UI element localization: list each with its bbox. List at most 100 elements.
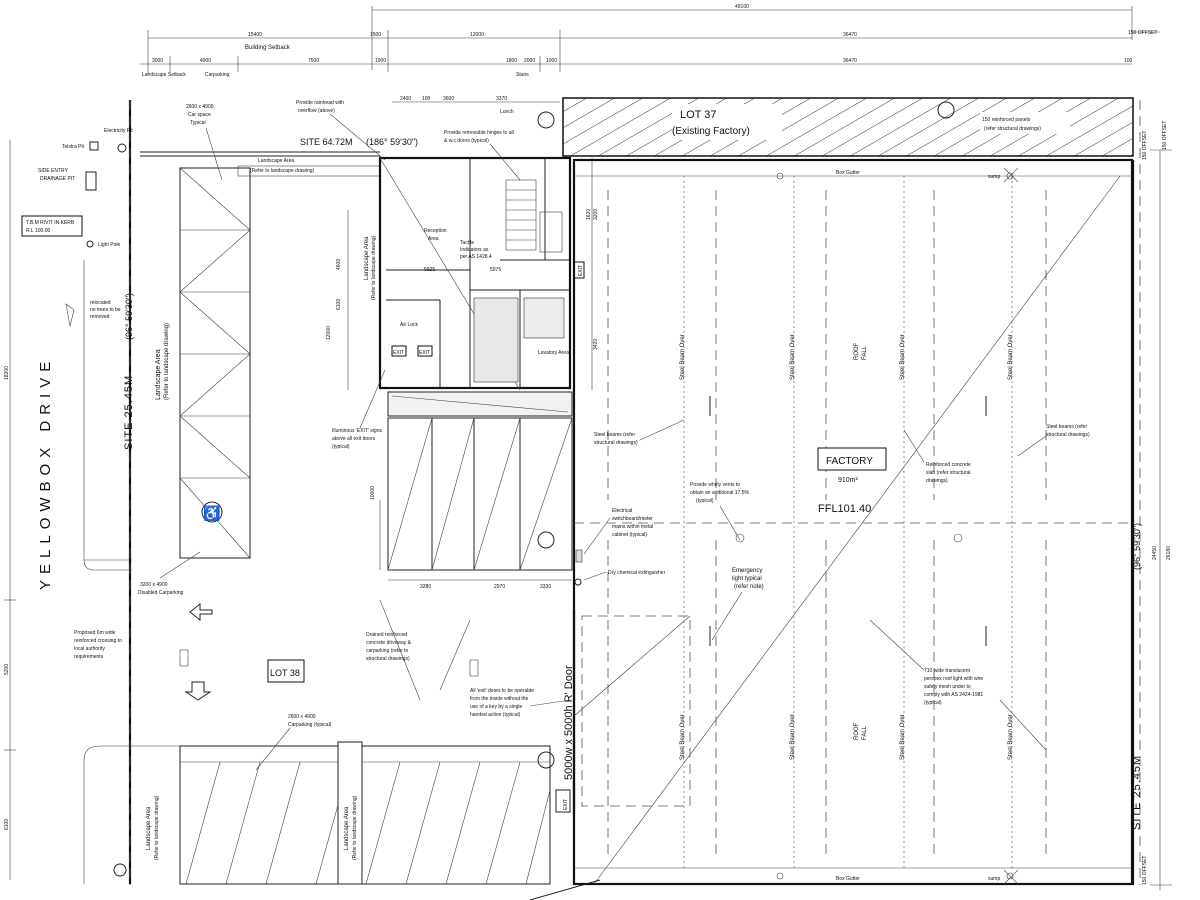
slab-note-3: drawings) [926, 478, 948, 484]
right-offset-top: 150 OFFSET [1142, 131, 1148, 160]
tactile-2: Indicators as [460, 247, 489, 253]
exit-sign-2: EXIT [419, 350, 430, 356]
roof-light-note-3: safety mesh under to [924, 684, 971, 690]
office-block: Reception Area Tactile Indicators as per… [326, 156, 599, 391]
relocate-note-3: removed [90, 314, 110, 320]
dim-3600: 3600 [443, 96, 454, 102]
right-offset-bottom: 150 OFFSET [1142, 856, 1148, 885]
landscape-left-ref: (Refer to landscape drawing) [164, 323, 170, 400]
dim-2400: 2400 [400, 96, 411, 102]
emergency-note-1: Emergency [732, 568, 762, 574]
driveway-note-2: concrete driveway & [366, 640, 412, 646]
lunch-label: Lunch [500, 109, 514, 115]
dim-3330: 3330 [540, 584, 551, 590]
exit-sign-4: EXIT [563, 799, 569, 810]
tbm-label-1: T.B.M RIVIT IN KERB [26, 220, 75, 226]
roller-door: 5000w x 5000h R' Door EXIT [537, 101, 955, 814]
electrical-note-2: switchboard/meter [612, 516, 653, 522]
vents-note-1: Provide whirly vents to [690, 482, 740, 488]
site-right-label: SITE 25.45M [1131, 755, 1143, 830]
roof-fall-top-2: FALL [862, 345, 868, 360]
crossing-note-1: Proposed 6m wide [74, 630, 116, 636]
landscape-bottom2-ref: (Refer to landscape drawing) [352, 795, 358, 860]
landscape-bottom2-label: Landscape Area [344, 806, 350, 850]
light-pole: Light Pole [98, 242, 120, 248]
steel-beams-note-2: structural drawings) [594, 440, 638, 446]
dim-overall: 49100 [735, 4, 749, 10]
dim-12000: 12000 [470, 32, 484, 38]
car-space-2: Car space [188, 112, 211, 118]
left-annotations: Telstra Pit Electricity Pit SIDE ENTRY D… [21, 128, 180, 884]
sump-top: sump [988, 174, 1000, 180]
factory-building: Box Gutter Box Gutter sump sump Steel Be… [572, 158, 1134, 886]
side-entry-pit-1: SIDE ENTRY [38, 168, 69, 174]
panels-note-2: (refer structural drawings) [984, 126, 1041, 132]
beam-label-2: Steel Beam Over [790, 334, 796, 380]
exit-doors-note-4: handed action (typical) [470, 712, 521, 718]
tactile-1: Tactile [460, 240, 474, 246]
dim-15400: 15400 [248, 32, 262, 38]
driveway-note-4: structural drawings) [366, 656, 410, 662]
electricity-pit: Electricity Pit [104, 128, 133, 134]
site-left-label: SITE 25.45M [123, 375, 135, 450]
disabled-parking-1: 3200 x 4900 [140, 582, 168, 588]
arrow-left-icon [184, 681, 212, 701]
car-space-3: Typical [190, 120, 206, 126]
beam-label-8: Steel Beam Over [1008, 714, 1014, 760]
door-notes: Electrical switchboard/meter mains withi… [470, 508, 666, 718]
site-top-bearing: (186° 59'30") [366, 137, 418, 147]
steel-right-note-2: structural drawings) [1046, 432, 1090, 438]
dim-2000: 2000 [524, 58, 535, 64]
roof-light-note-1: 710 wide translucent [924, 668, 970, 674]
rainhead-note-1: Provide rainhead with [296, 100, 344, 106]
site-left-bearing: (96° 59'30") [124, 293, 134, 340]
dim-offset: 150 OFFSET [1128, 30, 1157, 36]
landscape-mid-label: Landscape Area [364, 236, 370, 280]
reception-area: Area [428, 236, 439, 242]
luminous-note-1: Illuminous 'EXIT' signs [332, 428, 382, 434]
relocate-note-2: no trees to be [90, 307, 121, 313]
luminous-note-3: (typical) [332, 444, 350, 450]
dim-3370: 3370 [496, 96, 507, 102]
landscape-bottom1-ref: (Refer to landscape drawing) [154, 795, 160, 860]
factory-area: 910m² [838, 477, 859, 484]
vents-note-2: obtain an additional 17.5% [690, 490, 749, 496]
landscape-left-label: Landscape Area [155, 349, 162, 400]
dim-100: 100 [1124, 58, 1133, 64]
dim-6100: 6100 [4, 819, 10, 830]
electrical-note-4: cabinet (typical) [612, 532, 647, 538]
ffl-level: FFL101.40 [818, 503, 871, 515]
dim-18200: 18200 [4, 366, 10, 380]
office-notes: Provide rainhead with overflow (above) P… [296, 100, 521, 450]
lot-37-title: LOT 37 [680, 109, 717, 121]
factory-title: FACTORY [826, 456, 873, 467]
site-right-bearing: (96° 59'30") [1132, 523, 1142, 570]
site-boundary [128, 100, 1141, 885]
right-offset-label: 150 OFFSET [1162, 121, 1168, 150]
dim-10000: 10000 [370, 486, 376, 500]
dim-5200: 5200 [4, 664, 10, 675]
carparking-typ-2: Carparking (typical) [288, 722, 332, 728]
extinguisher-note: Dry chemical extinguisher [608, 570, 666, 576]
roof-fall-bottom-2: FALL [862, 725, 868, 740]
dim-4900: 4900 [200, 58, 211, 64]
exit-doors-note-3: use of a key by a single [470, 704, 522, 710]
undercroft-carpark: 3280 2970 3330 10000 [370, 391, 573, 590]
street-name: YELLOWBOX DRIVE [37, 356, 54, 590]
dim-100b: 100 [422, 96, 431, 102]
driveway-area: LOT 38 Proposed 6m wide reinforced cross… [74, 599, 479, 771]
dim-3000: 3000 [152, 58, 163, 64]
dim-2970: 2970 [494, 584, 505, 590]
dim-1900: 1900 [375, 58, 386, 64]
dim-6100v: 6100 [336, 299, 342, 310]
crossing-note-4: requirements [74, 654, 104, 660]
driveway-note-1: Drained reinforced [366, 632, 407, 638]
exit-doors-note-1: All 'exit' doors to be operable [470, 688, 534, 694]
dim-24450: 24450 [1152, 546, 1158, 560]
dim-7500: 7500 [308, 58, 319, 64]
driveway-note-3: carparking (refer to [366, 648, 408, 654]
bottom-carpark-row: Landscape Area (Refer to landscape drawi… [146, 741, 551, 885]
dim-5925: 5925 [424, 267, 435, 273]
electrical-note-3: mains within metal [612, 524, 653, 530]
